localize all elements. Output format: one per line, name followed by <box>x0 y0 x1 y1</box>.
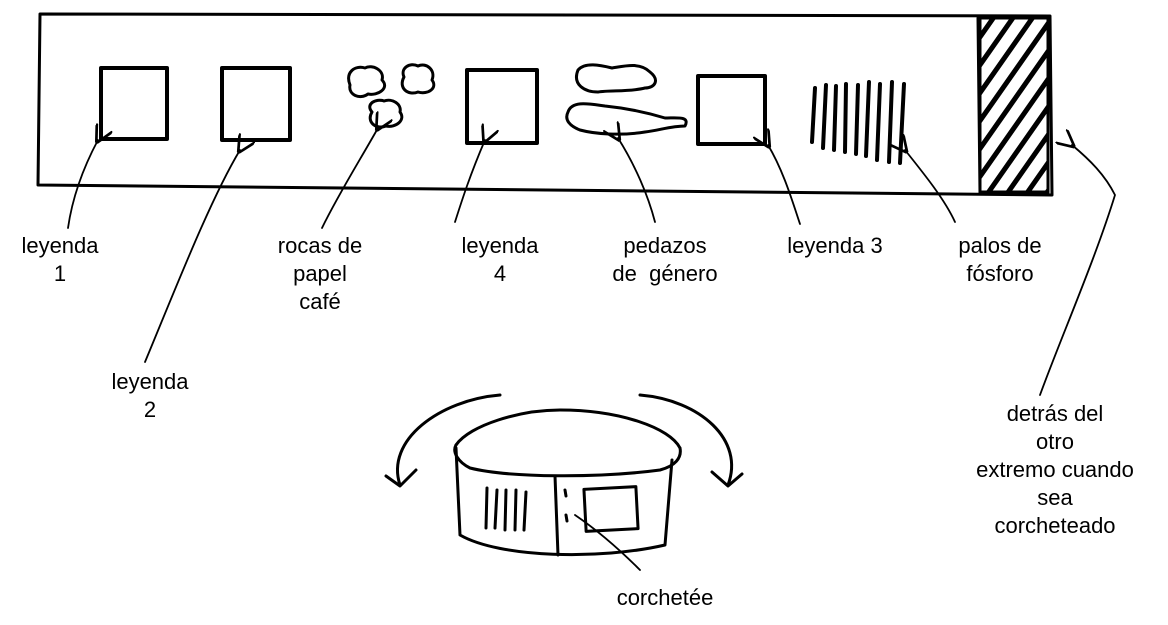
bracelet-sketch <box>453 408 682 557</box>
leader-corchetee <box>574 514 641 571</box>
label-corchetee: corchetée <box>616 585 714 610</box>
rotation-arrows <box>384 393 744 488</box>
match-sticks <box>810 80 906 165</box>
legend-1-square <box>99 66 169 141</box>
legend-3-square <box>696 74 767 146</box>
leader-rocas <box>321 128 378 229</box>
bracelet-square <box>582 485 640 533</box>
label-leyenda-3: leyenda 3 <box>787 233 883 258</box>
paper-rocks <box>347 63 436 129</box>
leader-leyenda-3 <box>768 145 801 225</box>
leader-lines <box>67 128 1116 571</box>
leader-leyenda-4 <box>454 140 485 223</box>
hatched-end <box>978 16 1050 194</box>
legend-2-square <box>220 66 292 142</box>
leader-leyenda-1 <box>67 140 98 229</box>
leader-leyenda-2 <box>144 150 240 363</box>
leader-palos <box>905 150 956 223</box>
fabric-pieces <box>565 63 688 136</box>
leader-detras <box>1039 145 1116 396</box>
legend-4-square <box>465 68 539 145</box>
paper-strip <box>36 12 1054 197</box>
leader-pedazos <box>618 138 656 223</box>
bracelet-sticks <box>484 486 528 532</box>
